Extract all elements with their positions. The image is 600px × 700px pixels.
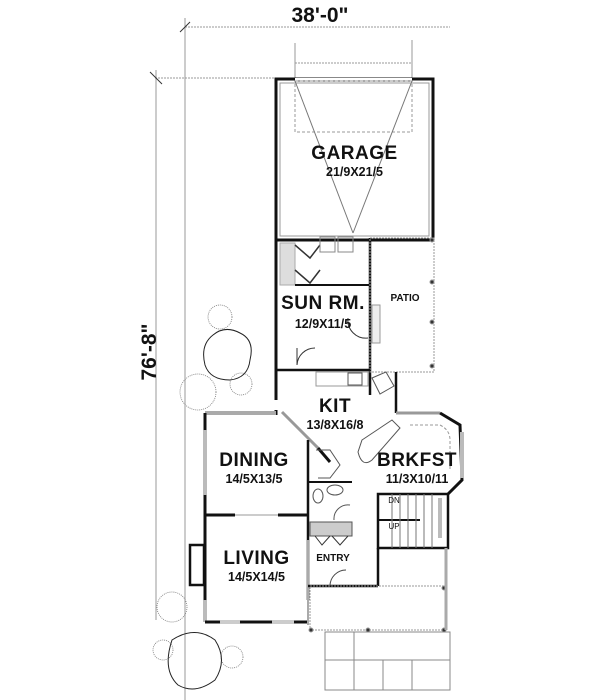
room-living-size: 14/5X14/5: [228, 570, 285, 584]
dining-walls: [203, 411, 308, 517]
tree-shrub-icons: [152, 304, 253, 690]
stairs-down-label: DN: [388, 496, 400, 505]
room-entry-label: ENTRY: [316, 553, 350, 564]
overall-width-label: 38'-0": [291, 4, 349, 27]
room-sunroom-size: 12/9X11/5: [294, 317, 352, 331]
room-breakfast-label: BRKFST: [376, 450, 458, 471]
stairs-up-label: UP: [388, 522, 400, 531]
powder-room: [308, 481, 352, 521]
room-patio-label: PATIO: [390, 293, 420, 304]
room-garage-size: 21/9X21/5: [326, 165, 383, 179]
room-dining-size: 14/5X13/5: [225, 472, 283, 486]
living-walls: [188, 515, 309, 625]
room-living-label: LIVING: [223, 548, 290, 569]
garage: [274, 77, 435, 242]
stairs: [376, 492, 450, 550]
dimension-lines: [149, 18, 450, 700]
room-garage-label: GARAGE: [311, 143, 398, 164]
room-kitchen-size: 13/8X16/8: [306, 418, 364, 432]
sunroom-doors: [296, 304, 381, 366]
breakfast-bay: [396, 411, 464, 496]
front-porch: [308, 548, 448, 633]
patio: [369, 237, 435, 373]
walkway: [324, 631, 451, 691]
room-dining-label: DINING: [219, 450, 289, 471]
room-sunroom-label: SUN RM.: [281, 293, 365, 314]
overall-depth-label: 76'-8": [138, 323, 161, 381]
room-breakfast-size: 11/3X10/11: [385, 472, 449, 486]
room-kitchen-label: KIT: [318, 396, 352, 417]
